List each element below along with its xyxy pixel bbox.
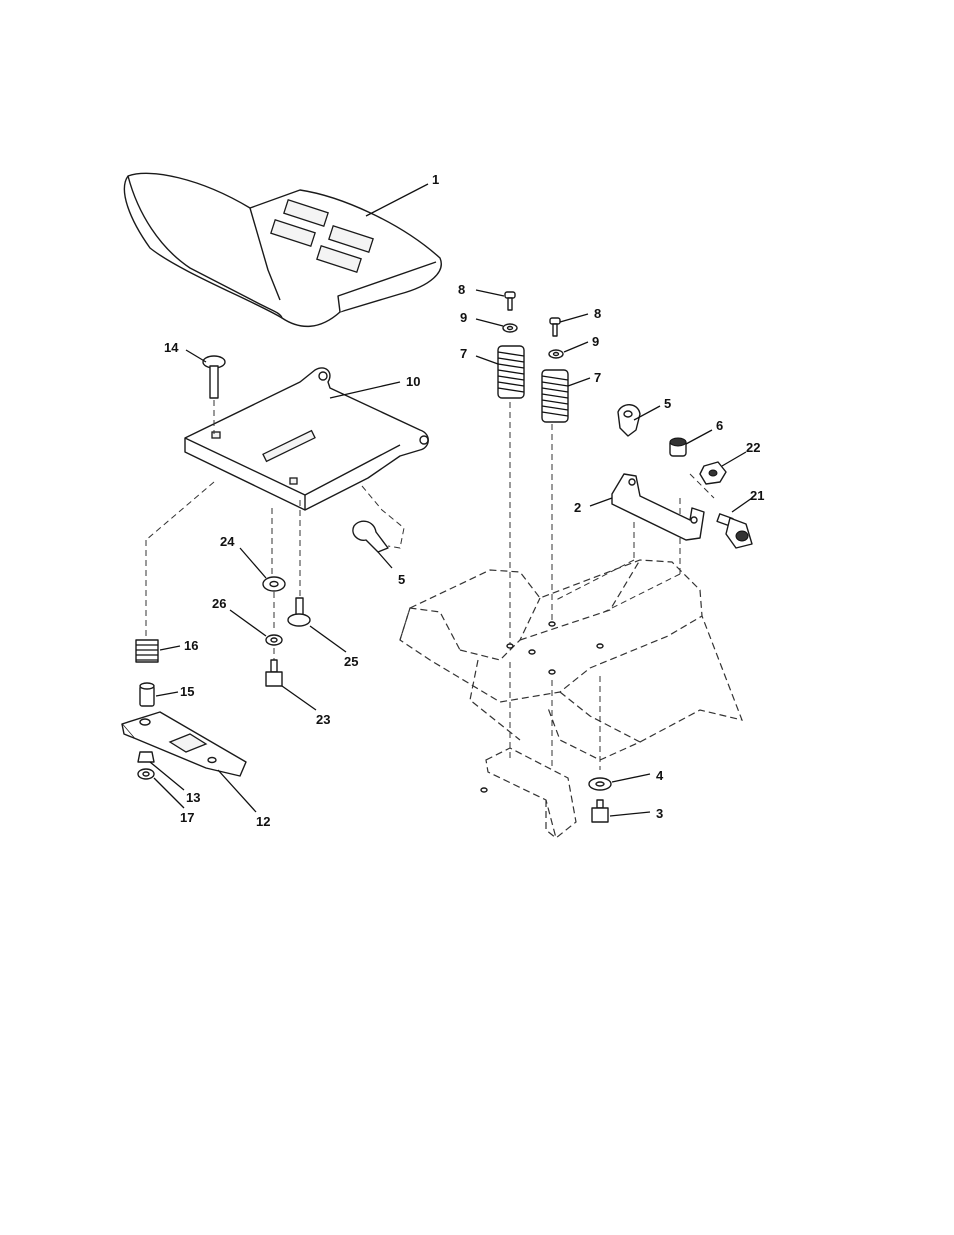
callout-5-right: 5 (664, 396, 671, 411)
callout-8-left: 8 (458, 282, 465, 297)
shoulder-bolt-21 (717, 514, 752, 548)
nut-13 (138, 752, 154, 762)
callout-1: 1 (432, 172, 439, 187)
seat (124, 173, 441, 326)
pivot-clip-left (353, 486, 404, 552)
washer-26 (266, 635, 282, 645)
callout-21: 21 (750, 488, 764, 503)
callout-23: 23 (316, 712, 330, 727)
seat-pan (185, 368, 428, 510)
callout-15: 15 (180, 684, 194, 699)
callout-14: 14 (164, 340, 179, 355)
callout-7-left: 7 (460, 346, 467, 361)
callout-13: 13 (186, 790, 200, 805)
callout-12: 12 (256, 814, 270, 829)
callout-16: 16 (184, 638, 198, 653)
washer-24 (263, 577, 285, 591)
callout-10: 10 (406, 374, 420, 389)
washer-4 (589, 778, 611, 790)
callout-17: 17 (180, 810, 194, 825)
callout-9-left: 9 (460, 310, 467, 325)
spring-16 (136, 640, 158, 662)
spring-7-right (542, 370, 568, 422)
bushing-6 (670, 438, 686, 456)
callout-8-right: 8 (594, 306, 601, 321)
callout-9-right: 9 (592, 334, 599, 349)
bracket-2 (612, 474, 704, 540)
callout-5-left: 5 (398, 572, 405, 587)
bracket-plate-12 (122, 712, 246, 776)
spring-7-left (498, 346, 524, 398)
pivot-clip-right (618, 405, 640, 436)
callout-25: 25 (344, 654, 358, 669)
callout-6: 6 (716, 418, 723, 433)
washer-9-left (503, 324, 517, 332)
spacer-15 (140, 683, 154, 706)
screw-8-left (505, 292, 515, 310)
tractor-frame (400, 560, 742, 760)
washer-17 (138, 769, 154, 779)
callout-4: 4 (656, 768, 664, 783)
callout-22: 22 (746, 440, 760, 455)
callout-7-right: 7 (594, 370, 601, 385)
callout-2: 2 (574, 500, 581, 515)
frame-mount (481, 748, 576, 838)
callout-24: 24 (220, 534, 235, 549)
hex-bolt-23 (266, 660, 282, 686)
bolt-25 (288, 598, 310, 626)
washer-9-right (549, 350, 563, 358)
callout-3: 3 (656, 806, 663, 821)
screw-8-right (550, 318, 560, 336)
bolt-3 (592, 800, 608, 822)
callout-26: 26 (212, 596, 226, 611)
